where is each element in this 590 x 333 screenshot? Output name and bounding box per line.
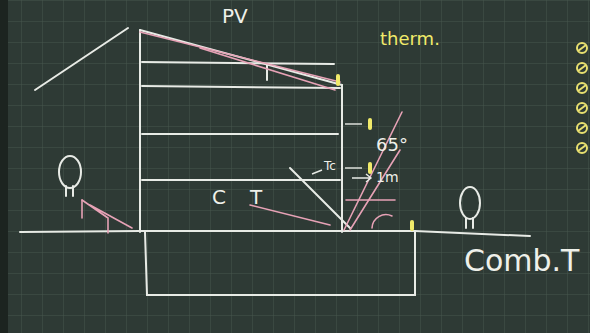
leader-lines: [312, 124, 371, 182]
building-section: [20, 28, 530, 295]
sensor-label: therm.: [380, 30, 440, 48]
ambient-label: Comb.T: [464, 246, 579, 276]
temperature-label: Tc: [324, 160, 336, 172]
side-icons: [577, 43, 587, 153]
sun-and-shade-lines: [82, 32, 402, 233]
thermometer-marks: [338, 76, 412, 229]
angle-label: 65°: [376, 136, 408, 154]
roof-label: PV: [222, 6, 248, 26]
zone-label: T: [250, 187, 262, 207]
zone-label: C: [212, 187, 226, 207]
dimension-label: 1m: [376, 170, 399, 184]
